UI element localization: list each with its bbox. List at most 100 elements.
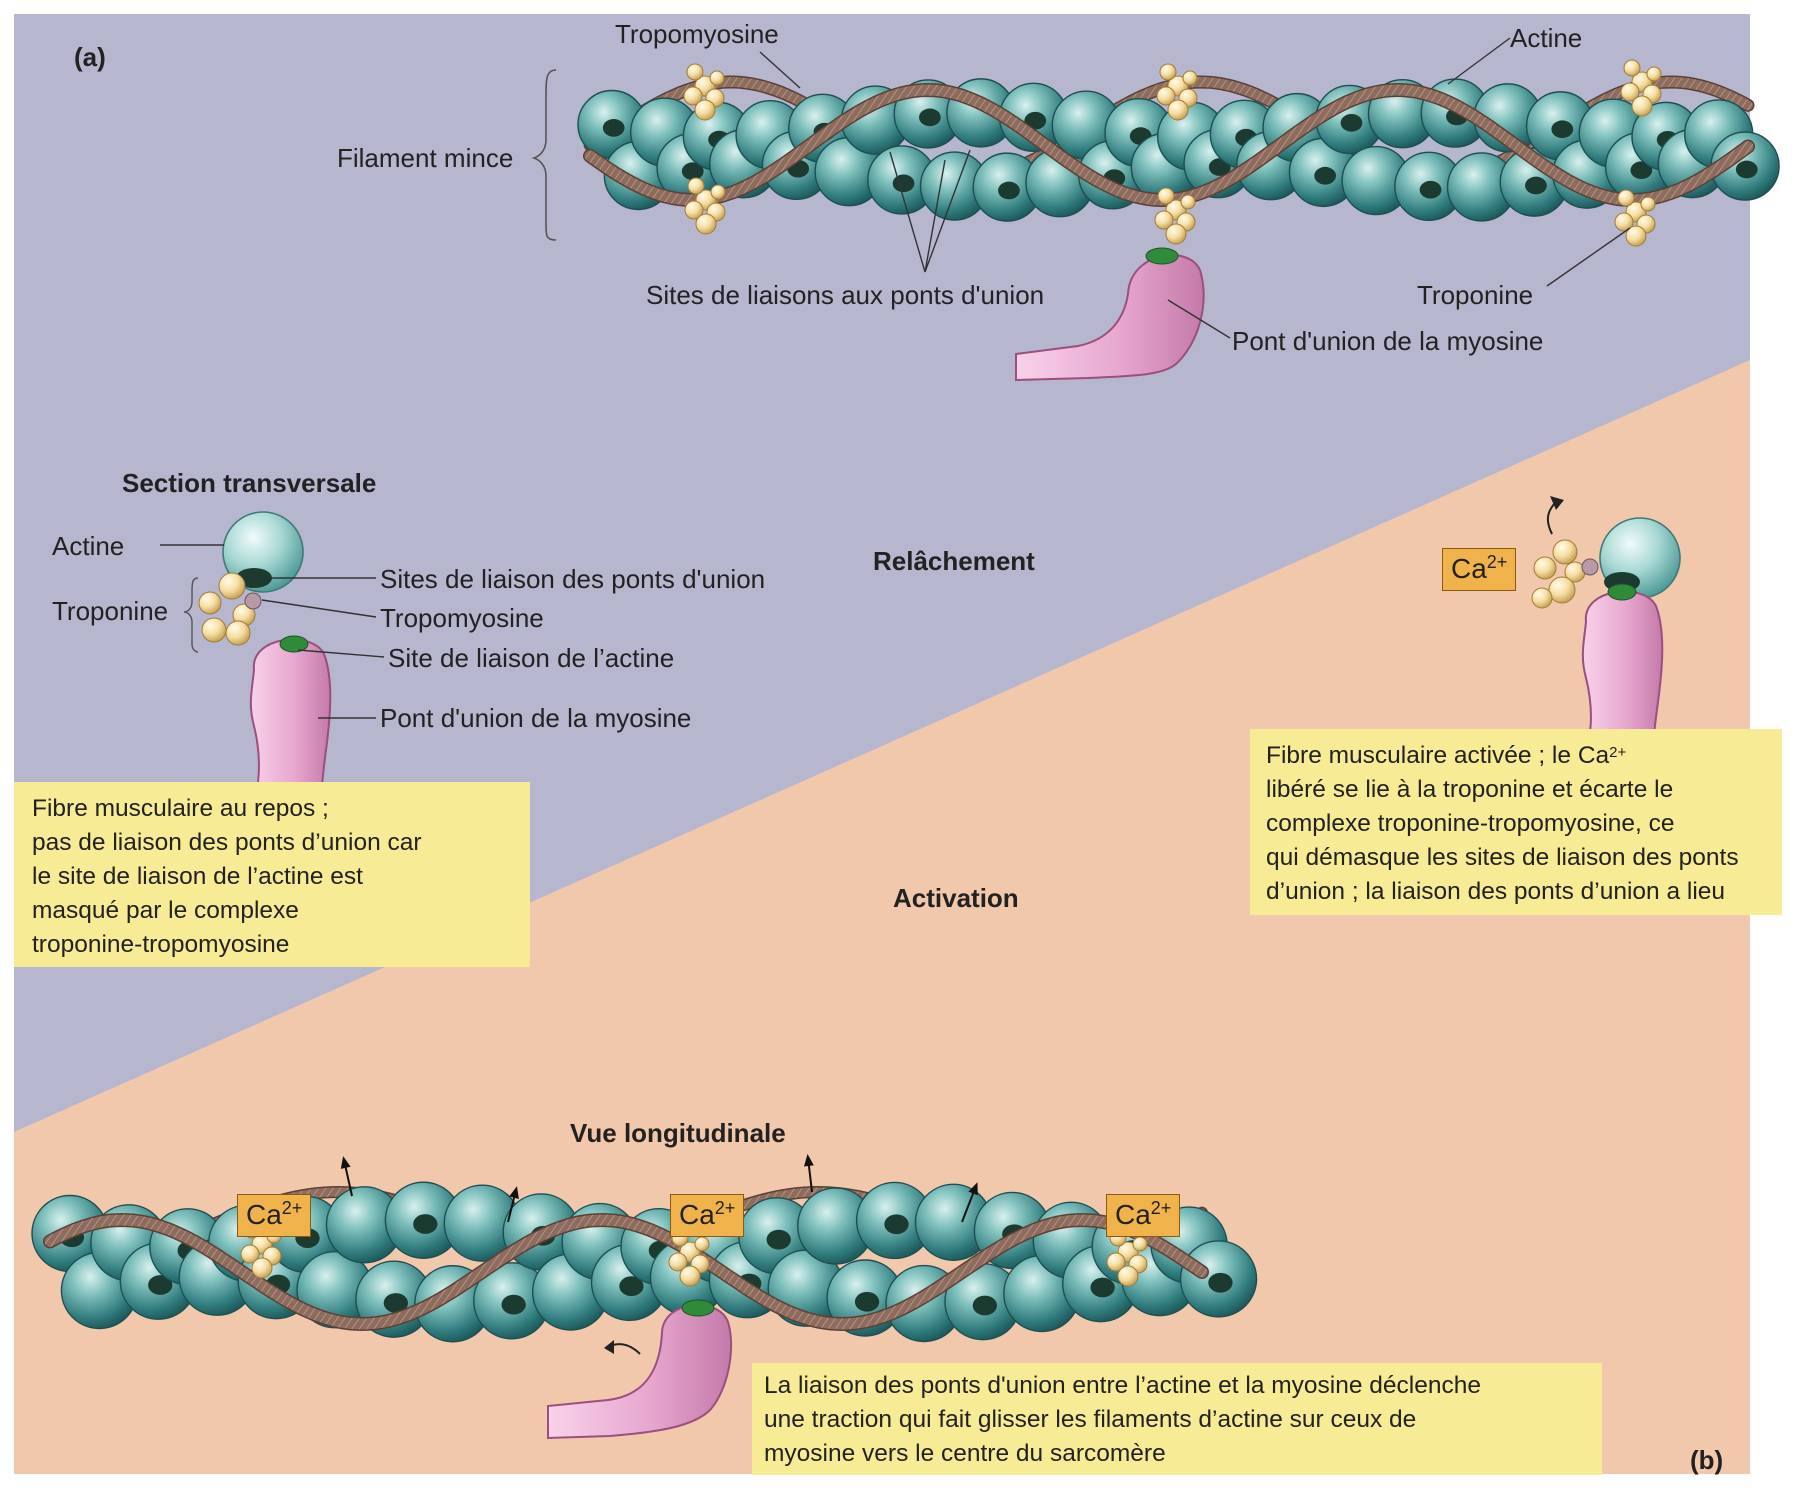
troponin-subunit — [680, 1266, 700, 1286]
binding-site — [1341, 114, 1363, 132]
binding-site — [1090, 1278, 1114, 1298]
troponin-subunit — [202, 618, 226, 642]
rest-caption-line: Fibre musculaire au repos ; — [32, 792, 512, 826]
calcium-charge: 2+ — [1487, 552, 1508, 572]
binding-site — [998, 182, 1020, 200]
label-pont-union-cs: Pont d'union de la myosine — [380, 705, 691, 731]
binding-site — [1420, 181, 1442, 199]
troponin-subunit — [226, 621, 250, 645]
active-caption-line: d’union ; la liaison des ponts d’union a… — [1266, 875, 1766, 909]
troponin-subunit — [1160, 64, 1176, 80]
label-troponine-cs: Troponine — [52, 598, 168, 624]
binding-site — [501, 1295, 525, 1315]
myosin-binding-site — [280, 636, 308, 652]
troponin-subunit — [219, 573, 245, 599]
label-tropomyosine-a: Tropomyosine — [615, 21, 779, 47]
binding-site — [1551, 120, 1573, 138]
binding-site — [884, 1214, 908, 1234]
troponin-subunit — [252, 1258, 272, 1278]
myosin-binding-site — [1608, 584, 1636, 600]
troponin-subunit — [1553, 540, 1577, 564]
sliding-caption-line: La liaison des ponts d'union entre l’act… — [764, 1369, 1590, 1403]
troponin-subunit — [1181, 195, 1195, 209]
troponin-subunit — [1534, 557, 1556, 579]
binding-site — [919, 109, 941, 127]
label-actine-cs: Actine — [52, 533, 124, 559]
troponin-subunit — [1632, 96, 1652, 116]
troponin-subunit — [696, 214, 716, 234]
sliding-caption-line: une traction qui fait glisser les filame… — [764, 1403, 1590, 1437]
active-caption: Fibre musculaire activée ; le Ca2+ libér… — [1250, 729, 1782, 915]
troponin-subunit — [688, 178, 704, 194]
label-pont-union-a: Pont d'union de la myosine — [1232, 328, 1543, 354]
troponin-subunit — [695, 100, 715, 120]
binding-site — [1736, 161, 1758, 179]
troponin-subunit — [687, 64, 703, 80]
label-tropomyosine-cs: Tropomyosine — [380, 605, 544, 631]
tropomyosin-dot — [245, 593, 261, 609]
active-caption-charge: 2+ — [1609, 744, 1626, 761]
binding-site — [973, 1296, 997, 1316]
troponin-subunit — [711, 185, 725, 199]
panel-a-tag: (a) — [74, 44, 106, 70]
state-activation: Activation — [893, 885, 1019, 911]
calcium-symbol: Ca — [246, 1199, 282, 1230]
calcium-box: Ca2+ — [670, 1194, 744, 1237]
rest-caption: Fibre musculaire au repos ; pas de liais… — [14, 782, 530, 967]
active-caption-text: Fibre musculaire activée ; le Ca — [1266, 742, 1609, 769]
troponin-subunit — [1118, 1266, 1138, 1286]
binding-site — [855, 1292, 879, 1312]
rest-caption-line: troponine-tropomyosine — [32, 928, 512, 962]
troponin-subunit — [1158, 188, 1174, 204]
calcium-box: Ca2+ — [1106, 1194, 1180, 1237]
state-relaxation: Relâchement — [873, 548, 1035, 574]
label-actine-a: Actine — [1510, 25, 1582, 51]
calcium-charge: 2+ — [715, 1198, 736, 1218]
longitudinal-title: Vue longitudinale — [570, 1120, 786, 1146]
troponin-subunit — [1549, 577, 1575, 603]
calcium-box: Ca2+ — [1442, 548, 1516, 591]
binding-site — [1314, 167, 1336, 185]
rest-caption-line: pas de liaison des ponts d’union car — [32, 826, 512, 860]
binding-site — [1525, 177, 1547, 195]
active-caption-line: complexe troponine-tropomyosine, ce — [1266, 807, 1766, 841]
calcium-symbol: Ca — [1451, 553, 1487, 584]
calcium-charge: 2+ — [1151, 1198, 1172, 1218]
label-troponine-a: Troponine — [1417, 282, 1533, 308]
binding-site — [1208, 1273, 1232, 1293]
sliding-caption: La liaison des ponts d'union entre l’act… — [752, 1363, 1602, 1475]
troponin-subunit — [1647, 67, 1661, 81]
active-caption-line: qui démasque les sites de liaison des po… — [1266, 841, 1766, 875]
calcium-charge: 2+ — [282, 1198, 303, 1218]
calcium-symbol: Ca — [679, 1199, 715, 1230]
troponin-subunit — [199, 592, 221, 614]
troponin-subunit — [1624, 60, 1640, 76]
label-sites-liaison-cs: Sites de liaison des ponts d'union — [380, 566, 765, 592]
rest-caption-line: masqué par le complexe — [32, 894, 512, 928]
troponin-subunit — [1618, 190, 1634, 206]
tropomyosin-dot — [1582, 559, 1598, 575]
label-filament-mince: Filament mince — [337, 145, 513, 171]
troponin-subunit — [1166, 224, 1186, 244]
binding-site — [603, 119, 625, 137]
binding-site — [767, 1230, 791, 1250]
active-caption-line: libéré se lie à la troponine et écarte l… — [1266, 773, 1766, 807]
troponin-subunit — [1183, 71, 1197, 85]
sliding-caption-line: myosine vers le centre du sarcomère — [764, 1437, 1590, 1471]
binding-site — [413, 1214, 437, 1234]
label-site-actine-cs: Site de liaison de l’actine — [388, 645, 674, 671]
label-sites-liaisons: Sites de liaisons aux ponts d'union — [646, 282, 1044, 308]
troponin-subunit — [1532, 588, 1552, 608]
troponin-subunit — [1168, 100, 1188, 120]
panel-b-tag: (b) — [1690, 1447, 1723, 1473]
troponin-subunit — [1133, 1237, 1147, 1251]
calcium-box: Ca2+ — [237, 1194, 311, 1237]
troponin-subunit — [695, 1237, 709, 1251]
myosin-binding-site — [1146, 248, 1178, 264]
calcium-symbol: Ca — [1115, 1199, 1151, 1230]
binding-site — [893, 174, 915, 192]
cross-section-title: Section transversale — [122, 470, 376, 496]
myosin-binding-site — [682, 1300, 714, 1316]
rest-caption-line: le site de liaison de l’actine est — [32, 860, 512, 894]
